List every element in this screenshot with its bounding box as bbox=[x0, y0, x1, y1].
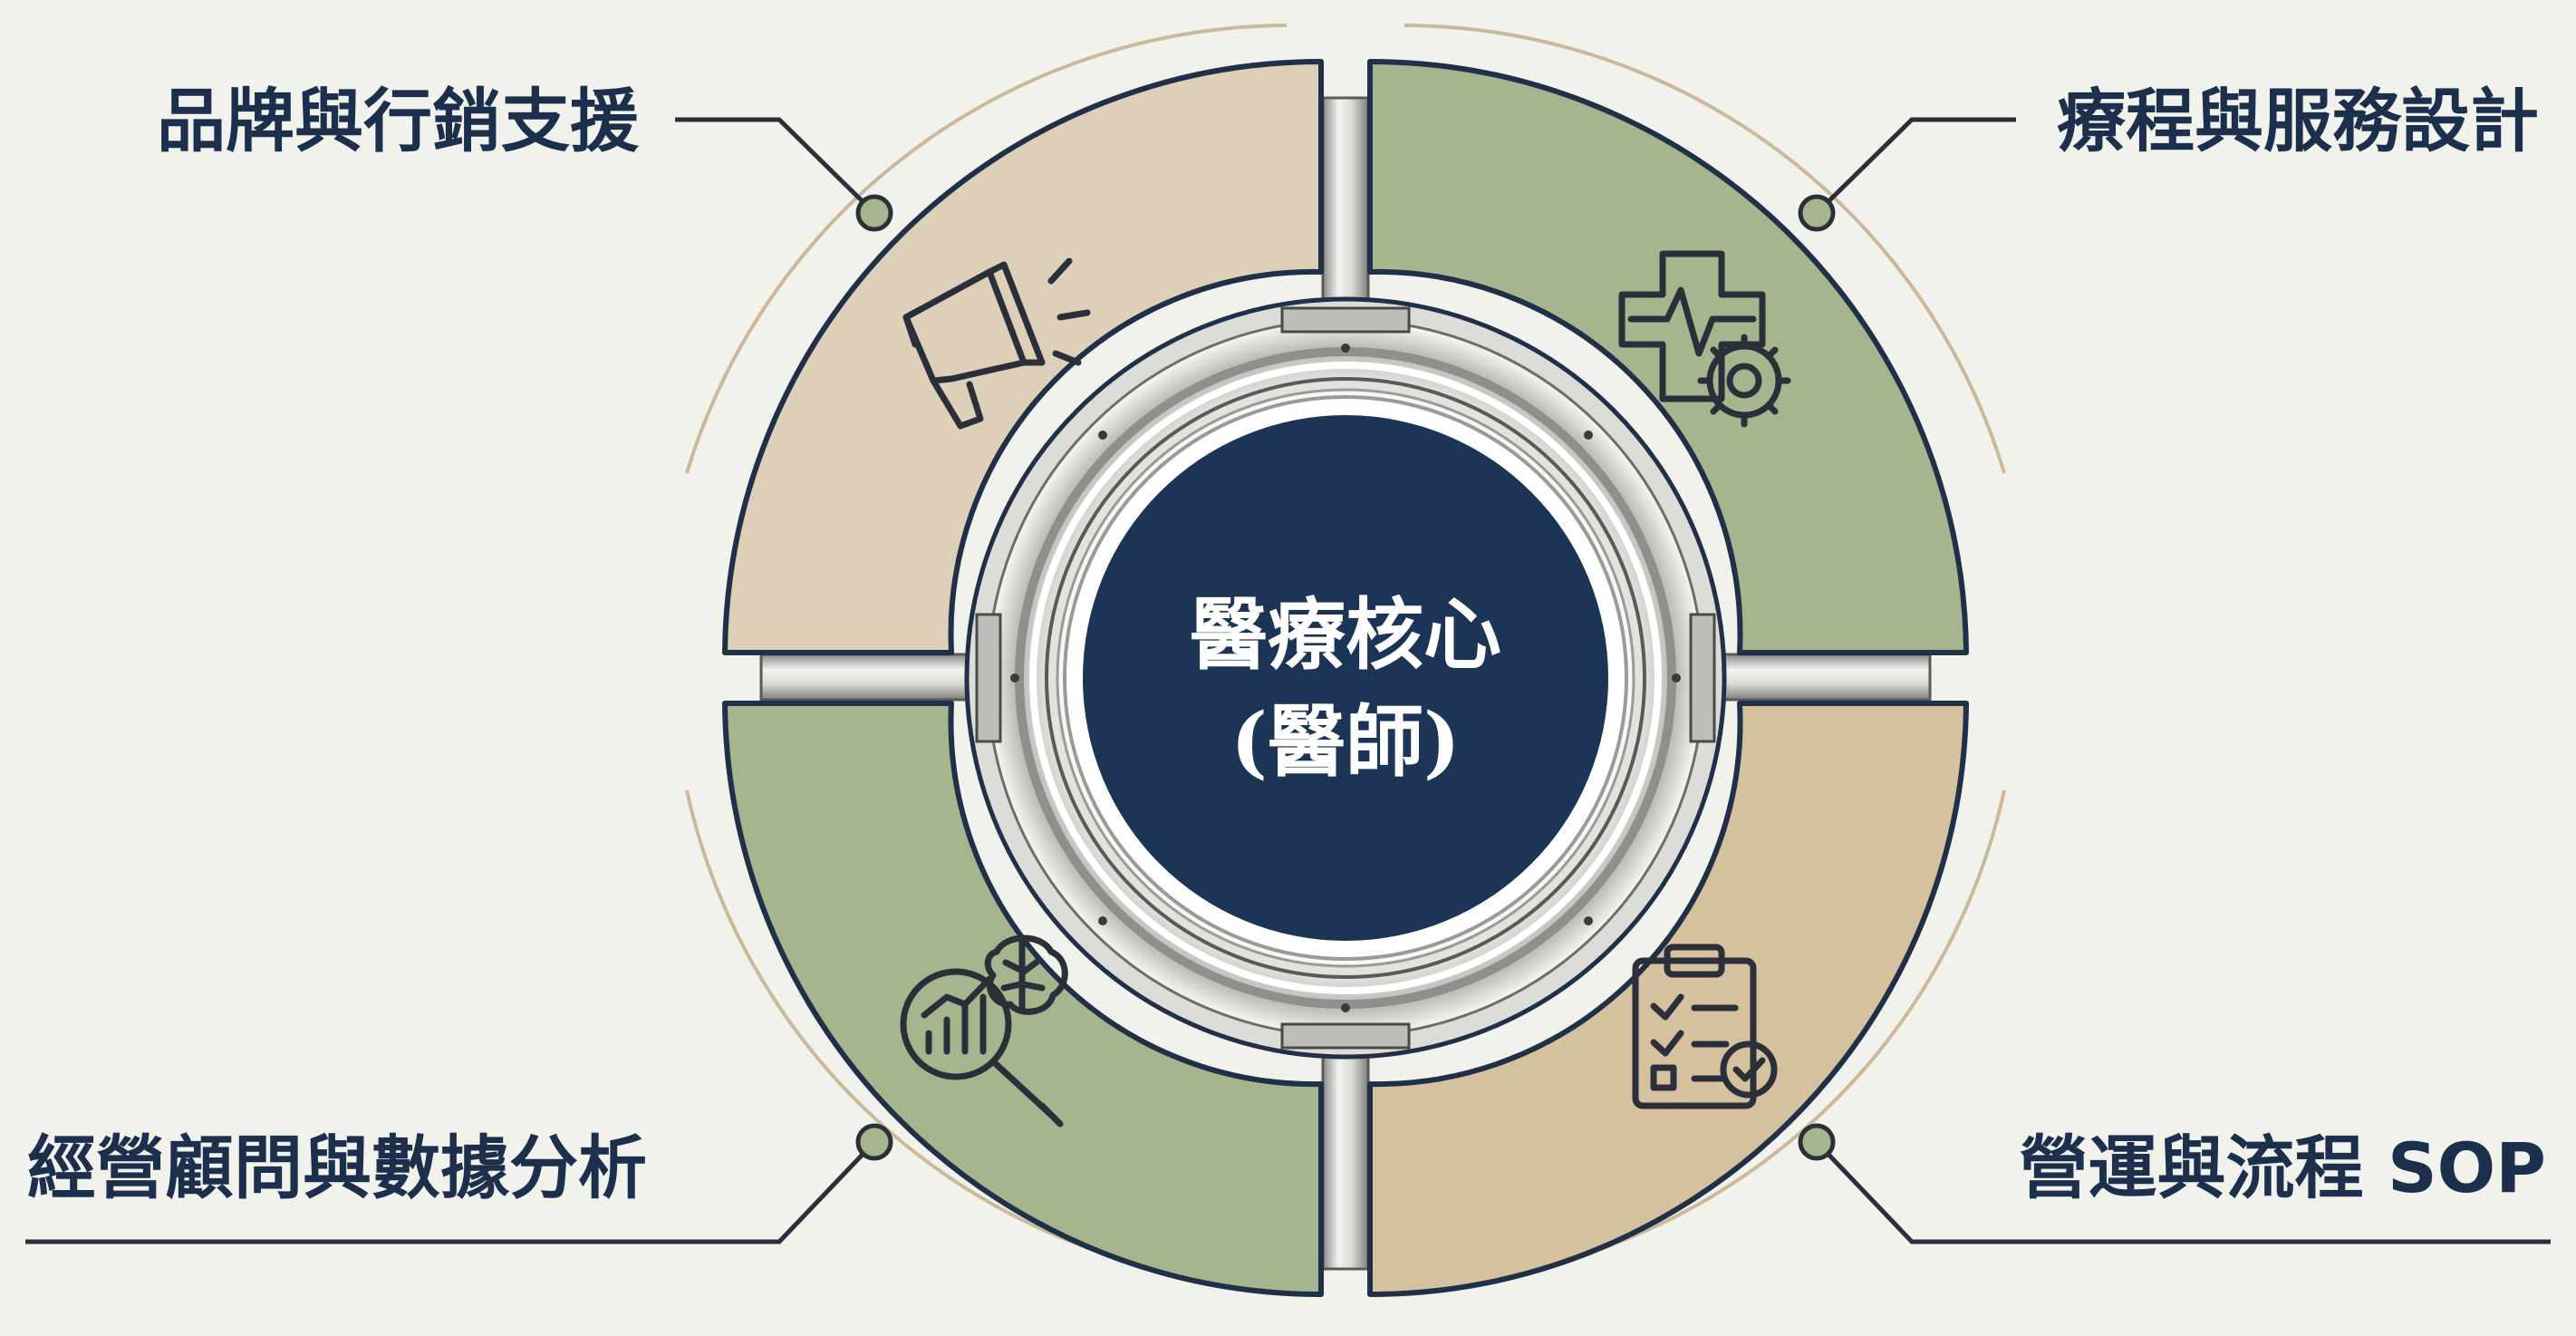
label-brand-marketing: 品牌與行銷支援 bbox=[157, 81, 640, 161]
leader-brand bbox=[675, 117, 876, 215]
segment-operations-sop[interactable] bbox=[1367, 701, 1969, 1297]
outer-arc-top-left bbox=[685, 24, 1288, 474]
ring-mid-light bbox=[1029, 362, 1662, 994]
leader-service bbox=[1815, 117, 2016, 215]
center-core: 醫療核心 (醫師) bbox=[1063, 395, 1628, 961]
dot-analysis bbox=[855, 1123, 893, 1161]
megaphone-icon bbox=[902, 257, 1091, 430]
ring-notches bbox=[1010, 344, 1681, 1012]
dot-service bbox=[1798, 194, 1836, 232]
outer-arc-top-right bbox=[1404, 24, 2006, 474]
label-connectors bbox=[25, 117, 2551, 1244]
medical-cross-gear-icon bbox=[1618, 250, 1791, 428]
leader-analysis bbox=[25, 1140, 876, 1244]
core-title: 醫療核心 bbox=[1190, 589, 1501, 681]
dot-sop bbox=[1798, 1123, 1836, 1161]
ring-tabs bbox=[975, 306, 1716, 1050]
segment-service-design[interactable] bbox=[1367, 59, 1969, 655]
dot-brand bbox=[855, 194, 893, 232]
label-operations-sop: 營運與流程 SOP bbox=[2019, 1128, 2546, 1208]
core-subtitle: (醫師) bbox=[1230, 696, 1460, 788]
clipboard-checklist-icon bbox=[1632, 944, 1778, 1109]
segment-labels: 品牌與行銷支援 療程與服務設計 營運與流程 SOP 經營顧問與數據分析 bbox=[27, 81, 2546, 1208]
label-service-design: 療程與服務設計 bbox=[2057, 81, 2539, 161]
core-circle bbox=[1083, 415, 1608, 941]
label-consulting-analysis: 經營顧問與數據分析 bbox=[27, 1128, 647, 1208]
leader-sop bbox=[1815, 1140, 2551, 1244]
brain-chart-magnifier-icon bbox=[900, 934, 1068, 1128]
leader-dots bbox=[855, 194, 1836, 1161]
